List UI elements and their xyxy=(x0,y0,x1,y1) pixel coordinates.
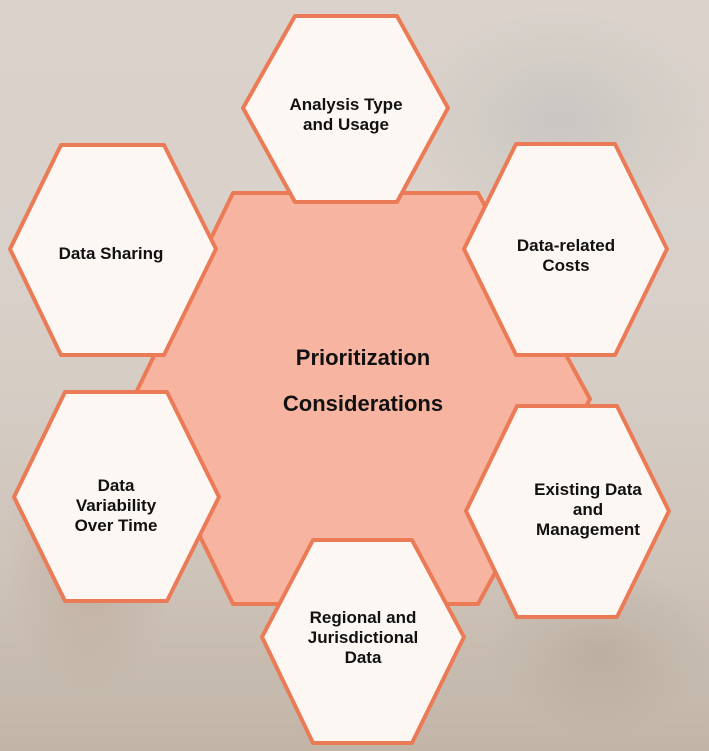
hex-existing-data-and-management xyxy=(464,404,671,619)
hex-analysis-type-and-usage xyxy=(241,14,450,204)
hex-data-variability-over-time xyxy=(12,390,221,603)
hex-regional-and-jurisdictional-data xyxy=(260,538,466,745)
hex-data-sharing xyxy=(8,143,218,357)
hex-data-related-costs xyxy=(462,142,669,357)
